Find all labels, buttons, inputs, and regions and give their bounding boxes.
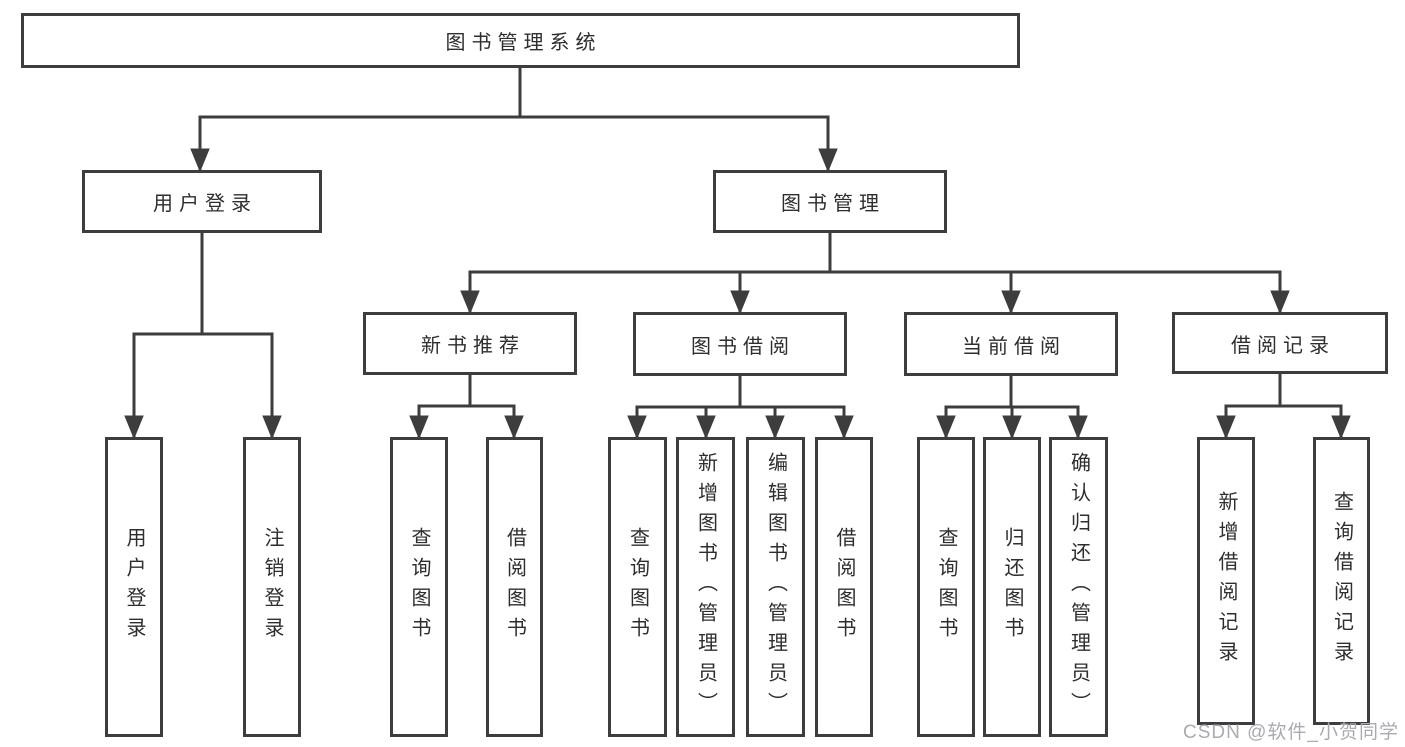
connector-line [1226,374,1282,437]
node-edit-books-admin: 编辑图书（管理员） [746,437,805,737]
connector-line [706,376,742,437]
connector-line [518,68,828,170]
connector-line [637,376,742,437]
node-borrow-books-1: 借阅图书 [486,437,543,737]
node-return-books: 归还图书 [983,437,1041,737]
node-root: 图书管理系统 [21,13,1020,68]
connector-line [1009,376,1078,437]
connector-line [740,233,832,312]
connector-line [828,233,1280,312]
connector-line [1278,374,1341,437]
node-query-books-2: 查询图书 [608,437,667,737]
node-add-borrow-record: 新增借阅记录 [1197,437,1255,725]
connector-line [200,68,522,170]
node-current-borrowing: 当前借阅 [904,312,1118,376]
node-new-book-recommend: 新书推荐 [363,312,577,375]
node-query-borrow-record: 查询借阅记录 [1313,437,1370,725]
node-user-login-leaf: 用户登录 [105,437,163,737]
node-query-books-1: 查询图书 [390,437,448,737]
node-book-borrowing: 图书借阅 [633,312,847,376]
node-user-login-branch: 用户登录 [82,170,322,233]
node-query-books-3: 查询图书 [917,437,975,737]
node-book-management: 图书管理 [713,170,947,233]
node-borrow-books-2: 借阅图书 [815,437,873,737]
connector-line [1011,376,1012,437]
node-add-books-admin: 新增图书（管理员） [676,437,735,737]
connector-line [468,375,514,437]
node-borrowing-records: 借阅记录 [1172,312,1388,374]
connector-line [828,233,1011,312]
connector-line [946,376,1013,437]
connector-line [134,233,204,437]
node-confirm-return-admin: 确认归还（管理员） [1049,437,1108,737]
connector-line [470,233,832,312]
connector-line [200,233,272,437]
connector-line [738,376,844,437]
node-logout-leaf: 注销登录 [243,437,301,737]
connector-line [419,375,472,437]
connector-line [738,376,775,437]
